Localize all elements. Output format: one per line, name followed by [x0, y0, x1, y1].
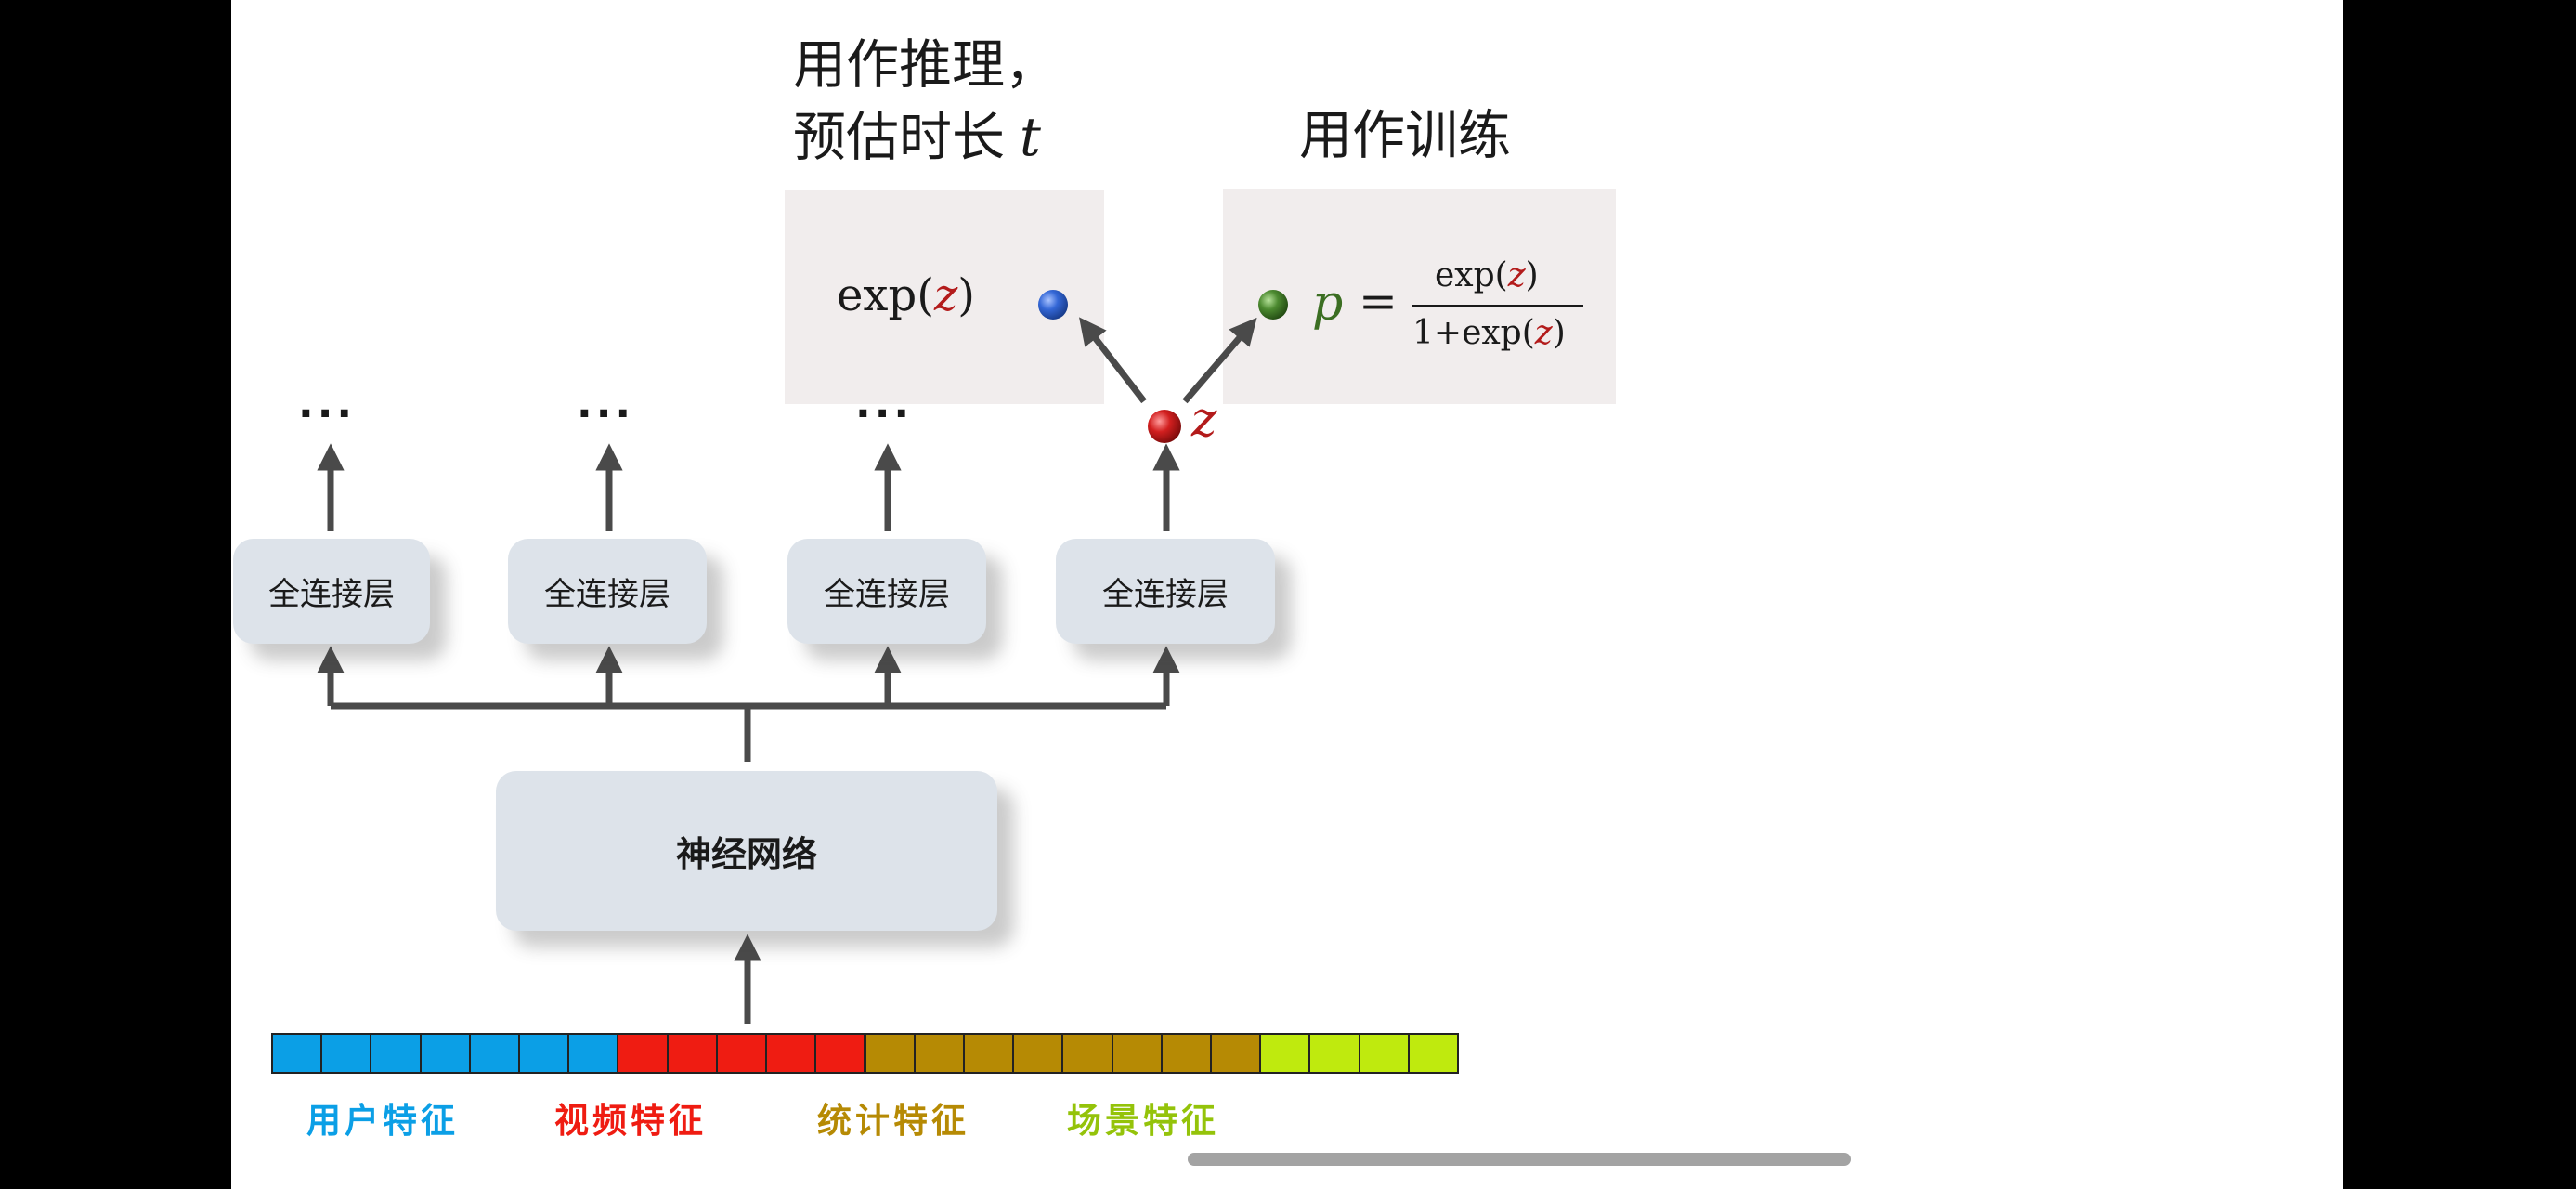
ellipsis-3: ···	[855, 390, 914, 438]
feature-cell-group-1	[320, 1033, 372, 1074]
feature-cell-group-2	[814, 1033, 866, 1074]
p-output-node	[1258, 290, 1288, 320]
arrow-z-to-p	[1182, 317, 1257, 404]
feature-cell-group-2	[666, 1033, 718, 1074]
feature-label-user: 用户特征	[306, 1101, 459, 1141]
exp-function-text: exp(	[837, 269, 934, 321]
exp-formula: exp(z)	[837, 269, 975, 321]
feature-cell-group-1	[370, 1033, 422, 1074]
feature-cell-group-4	[1308, 1033, 1360, 1074]
p-symbol: p	[1312, 276, 1344, 332]
feature-cell-group-1	[468, 1033, 521, 1074]
fc-layer-1: 全连接层	[233, 539, 430, 644]
inference-heading-line1: 用作推理，	[793, 34, 1058, 96]
exp-output-node	[1038, 290, 1068, 320]
feature-cell-group-4	[1407, 1033, 1459, 1074]
feature-cell-group-3	[1061, 1033, 1113, 1074]
ellipsis-1: ···	[298, 390, 357, 438]
connector-arrows	[317, 290, 1288, 1024]
denominator-fn: 1+exp(	[1412, 314, 1535, 352]
training-panel	[1223, 189, 1616, 404]
feature-cell-group-3	[1012, 1033, 1064, 1074]
feature-cell-group-3	[962, 1033, 1015, 1074]
horizontal-scrollbar[interactable]	[1188, 1153, 1851, 1166]
feature-cell-group-4	[1259, 1033, 1311, 1074]
feature-label-scene: 场景特征	[1067, 1101, 1219, 1141]
neural-network-box: 神经网络	[496, 771, 997, 931]
feature-cell-group-4	[1358, 1033, 1410, 1074]
z-node-text: z	[1191, 392, 1217, 448]
denominator-z: z	[1534, 314, 1553, 352]
fc-layer-4: 全连接层	[1056, 539, 1275, 644]
feature-label-video: 视频特征	[554, 1101, 707, 1141]
fraction-denominator: 1+exp(z)	[1412, 314, 1566, 352]
equals-sign: =	[1359, 274, 1398, 328]
fc-layer-2: 全连接层	[508, 539, 707, 644]
feature-cell-group-3	[1160, 1033, 1212, 1074]
feature-cell-group-1	[567, 1033, 619, 1074]
feature-label-stats: 统计特征	[817, 1101, 969, 1141]
denominator-close: )	[1552, 314, 1566, 352]
inference-heading-text: 预估时长	[793, 107, 1005, 168]
exp-close-paren: )	[957, 269, 975, 321]
feature-cell-group-3	[864, 1033, 916, 1074]
duration-variable: t	[1020, 107, 1041, 168]
feature-vector	[271, 1033, 1459, 1074]
arrow-z-to-exp	[1079, 317, 1147, 404]
ellipsis-2: ···	[577, 390, 635, 438]
feature-cell-group-1	[518, 1033, 570, 1074]
feature-cell-group-2	[765, 1033, 817, 1074]
feature-cell-group-3	[1111, 1033, 1163, 1074]
fraction-bar	[1412, 305, 1583, 307]
feature-cell-group-2	[715, 1033, 768, 1074]
feature-cell-group-2	[617, 1033, 669, 1074]
numerator-close: )	[1525, 256, 1539, 294]
feature-cell-group-3	[913, 1033, 965, 1074]
training-heading: 用作训练	[1299, 105, 1511, 166]
feature-cell-group-1	[271, 1033, 323, 1074]
fc-layer-3: 全连接层	[787, 539, 986, 644]
feature-cell-group-1	[419, 1033, 471, 1074]
fraction-numerator: exp(z)	[1435, 256, 1539, 294]
numerator-z: z	[1507, 256, 1526, 294]
z-node	[1148, 410, 1181, 443]
feature-cell-group-3	[1209, 1033, 1262, 1074]
exp-z-variable: z	[933, 269, 958, 321]
z-node-label: z	[1191, 392, 1216, 448]
p-variable: p	[1312, 276, 1343, 332]
numerator-fn: exp(	[1435, 256, 1508, 294]
